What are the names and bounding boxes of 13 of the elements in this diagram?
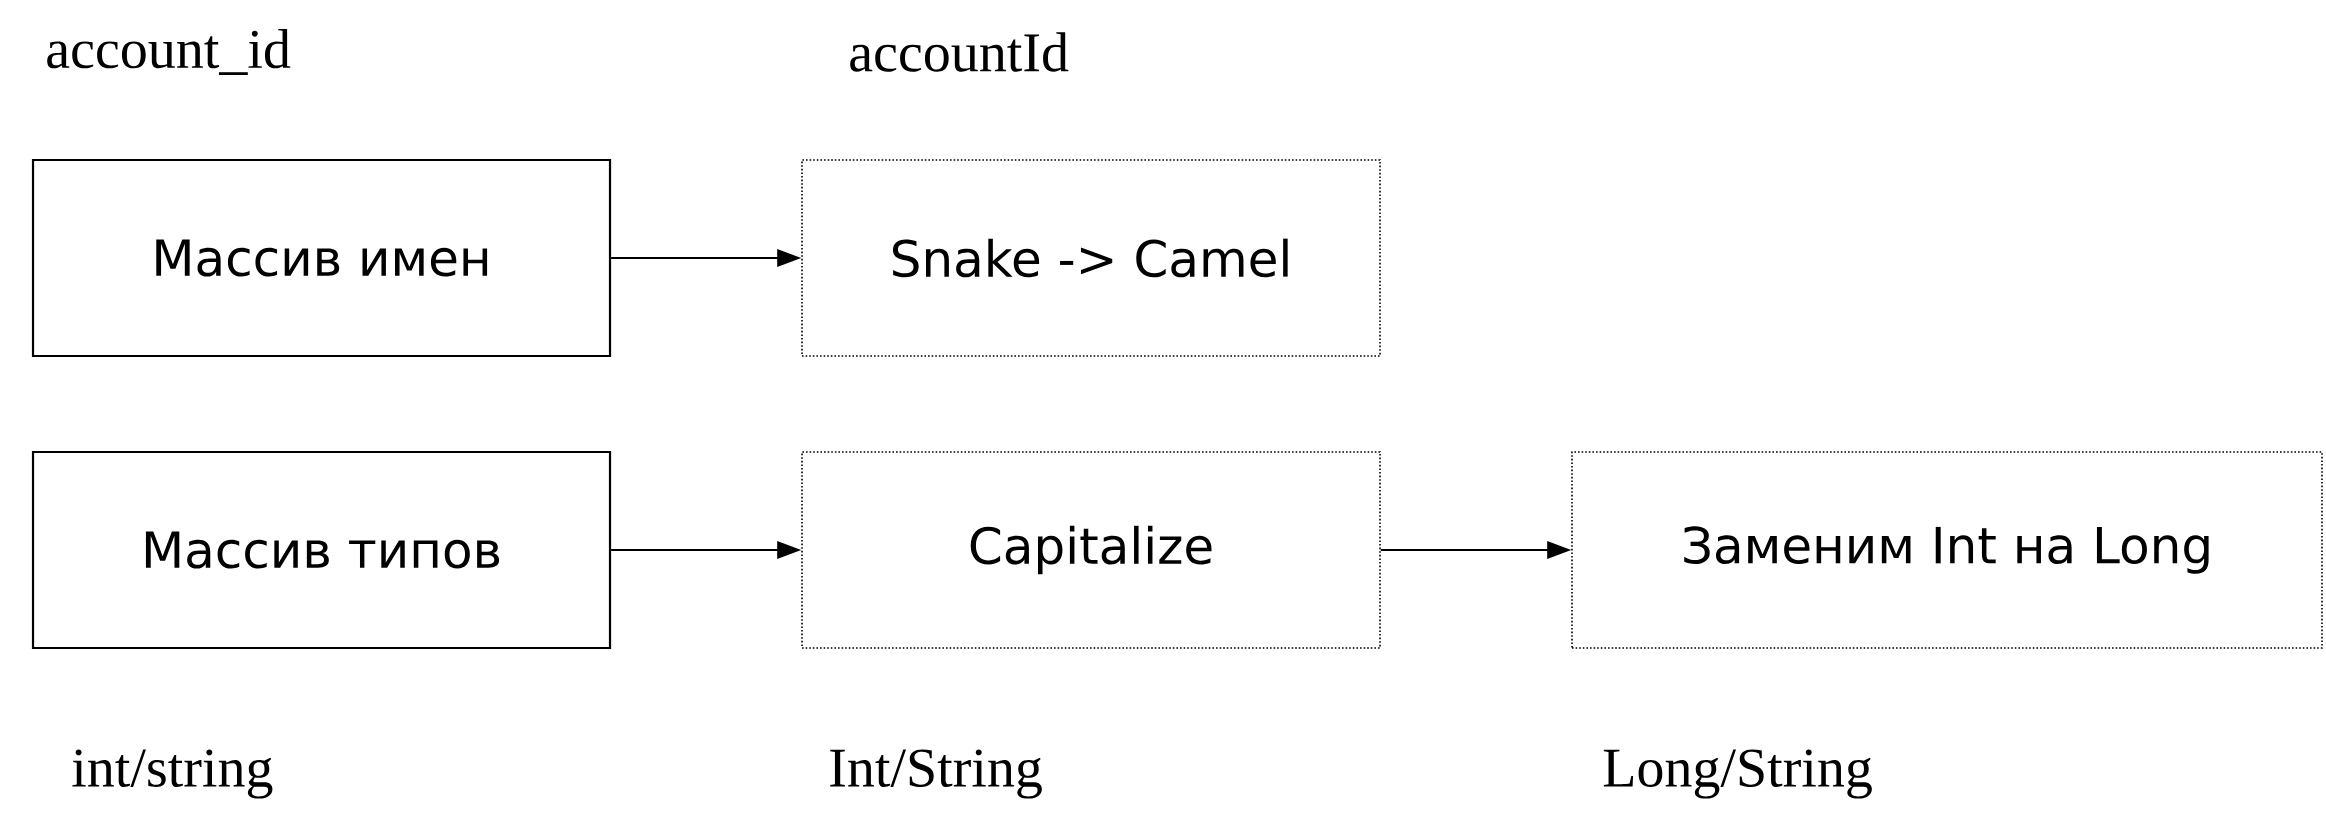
type-label: account_id xyxy=(47,28,291,75)
step-box: Capitalize xyxy=(801,451,1381,649)
arrow xyxy=(1379,541,1572,559)
process-box: Массив типов xyxy=(31,450,612,650)
step-box: Заменим Int на Long xyxy=(1571,451,2323,649)
process-box: Массив имен xyxy=(31,158,612,358)
arrow xyxy=(610,249,802,267)
arrow xyxy=(610,541,802,559)
type-label: accountId xyxy=(850,32,1069,72)
type-label: Long/String xyxy=(1603,749,1872,799)
type-label: int/string xyxy=(72,749,273,799)
type-label: Int/String xyxy=(830,749,1042,799)
step-box: Snake -> Camel xyxy=(801,159,1381,357)
